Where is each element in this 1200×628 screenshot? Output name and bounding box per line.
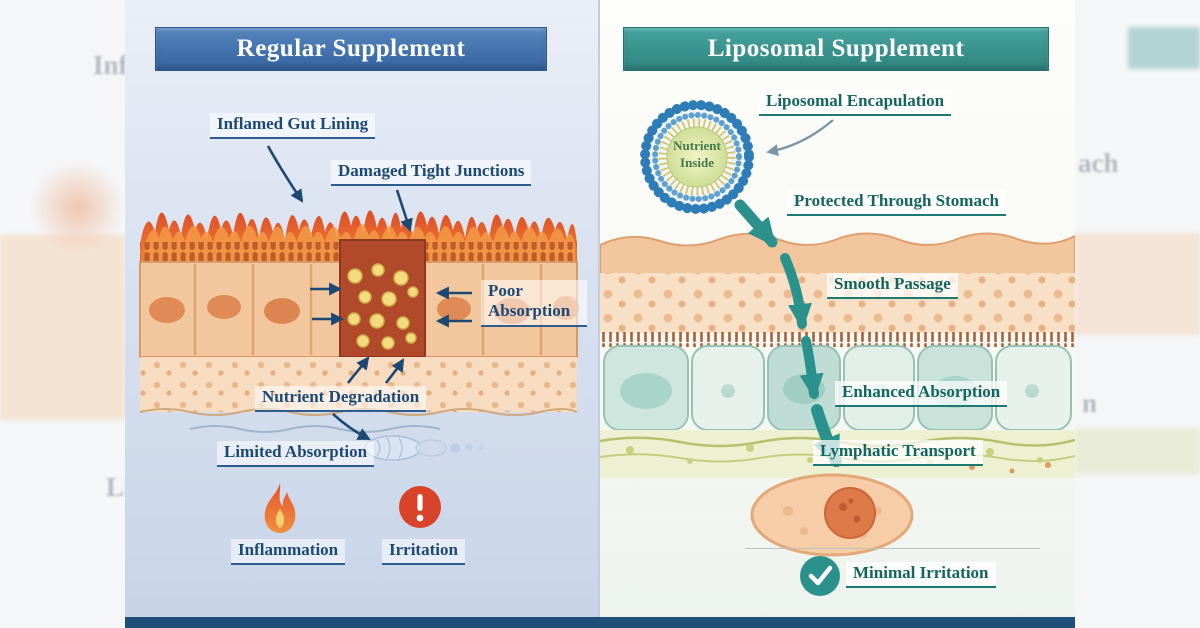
- label-smooth-passage: Smooth Passage: [827, 273, 958, 300]
- alert-icon: [399, 486, 441, 528]
- degraded-capsule: [364, 435, 484, 461]
- background-echo-left: Inf Li: [0, 0, 125, 628]
- label-enhanced-absorption: Enhanced Absorption: [835, 381, 1008, 408]
- check-icon: [800, 556, 840, 596]
- label-poor-absorption: Poor Absorption: [481, 280, 587, 327]
- label-liposomal-encapsulation: Liposomal Encapulation: [759, 90, 952, 117]
- echo-tissue-band-2: [1075, 233, 1200, 335]
- liposome-core-label: Nutrient Inside: [673, 138, 721, 170]
- echo-tissue-band: [0, 235, 125, 420]
- background-echo-right: ach n: [1075, 0, 1200, 628]
- echo-text-left-top: Inf: [93, 50, 125, 80]
- label-nutrient-degradation: Nutrient Degradation: [255, 386, 427, 413]
- echo-text-right-middle: n: [1082, 388, 1098, 418]
- label-lymphatic-transport: Lymphatic Transport: [813, 440, 983, 467]
- separator-line: [745, 548, 1040, 549]
- leaking-nutrient-dots: [347, 263, 419, 350]
- echo-flame-blob: [30, 160, 125, 255]
- label-inflammation: Inflammation: [231, 539, 346, 566]
- echo-text-left-bottom: Li: [106, 472, 125, 502]
- target-cell: [750, 473, 914, 557]
- label-minimal-irritation: Minimal Irritation: [846, 562, 996, 589]
- liposomal-supplement-header: Liposomal Supplement: [623, 27, 1049, 71]
- label-inflamed-gut-lining: Inflamed Gut Lining: [210, 113, 376, 140]
- inflamed-gut-illustration: [139, 210, 579, 461]
- label-protected-through-stomach: Protected Through Stomach: [787, 190, 1006, 217]
- label-irritation: Irritation: [382, 539, 465, 566]
- bottom-accent-bar: [125, 617, 1075, 628]
- echo-text-right-top: ach: [1078, 148, 1119, 178]
- liposome-icon: [640, 100, 754, 214]
- flame-icon: [264, 483, 296, 533]
- label-damaged-tight-junctions: Damaged Tight Junctions: [331, 160, 532, 187]
- regular-supplement-header: Regular Supplement: [155, 27, 547, 71]
- thin-wave-line: [189, 425, 441, 433]
- label-limited-absorption: Limited Absorption: [217, 441, 375, 468]
- panel-divider: [598, 0, 600, 628]
- echo-green-band: [1075, 428, 1200, 474]
- echo-teal-banner: [1128, 27, 1200, 69]
